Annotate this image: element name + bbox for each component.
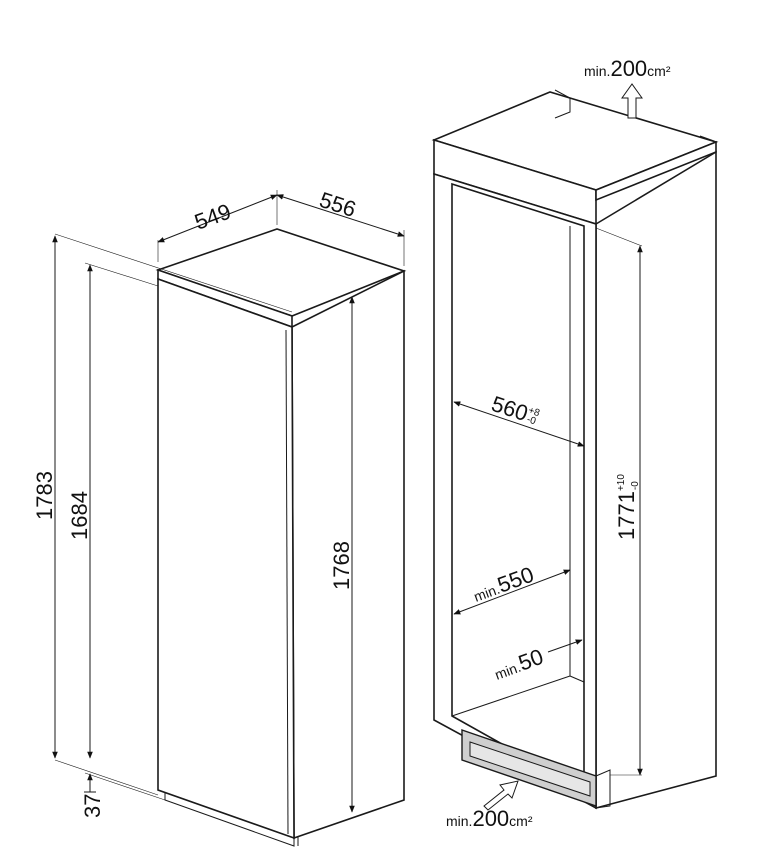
dim-line-width [157,194,278,243]
niche-opening [451,182,585,792]
label-side-height: 1768 [329,541,354,590]
dim-line-niche-width [453,401,585,447]
label-plinth: 37 [80,794,105,818]
label-niche-height: 1771+10-0 [614,474,641,540]
label-width: 549 [191,199,234,235]
vent-up-arrow-icon [621,83,643,119]
appliance-drawing: 549 556 1783 1684 1768 37 [32,187,407,847]
label-vent-bottom: min.200cm² [446,806,533,831]
label-depth: 556 [316,187,359,222]
appliance-door [157,277,295,840]
niche-side [595,150,717,810]
vent-in-arrow-icon [483,780,519,811]
dim-line-min-gap [547,639,583,653]
dim-line-min-depth [453,569,571,615]
dim-line-depth [276,194,405,237]
label-vent-top: min.200cm² [584,56,671,81]
niche-drawing: 560+8-0 min.550 min.50 1771+10-0 min.200… [431,56,719,831]
label-door-height: 1684 [67,491,92,540]
label-total-height: 1783 [32,471,57,520]
